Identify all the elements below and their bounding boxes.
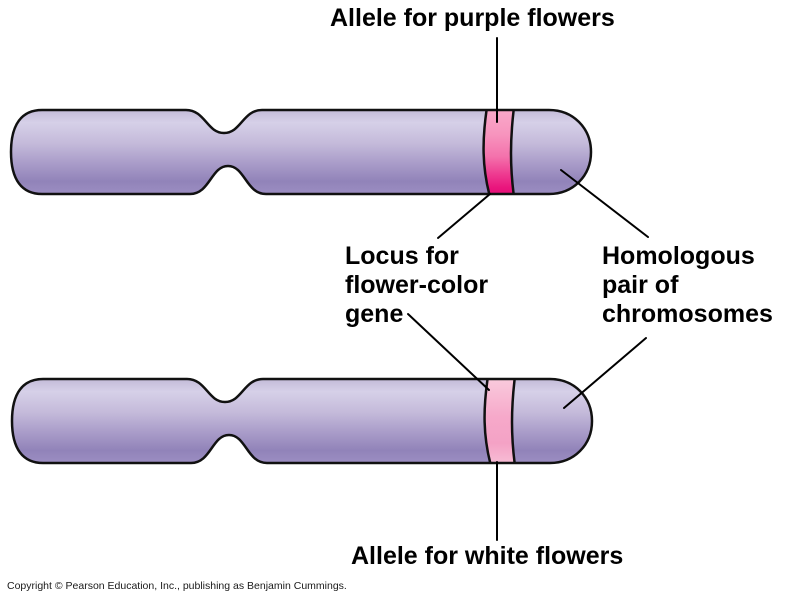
purple-allele-band xyxy=(482,110,516,194)
leader-line-locus-bottom xyxy=(407,313,490,391)
label-allele-white: Allele for white flowers xyxy=(351,542,624,570)
top-chromosome xyxy=(9,108,593,196)
label-homologous: Homologous pair of chromosomes xyxy=(602,242,773,328)
copyright-text: Copyright © Pearson Education, Inc., pub… xyxy=(7,580,347,592)
bottom-chromosome xyxy=(10,377,594,465)
leader-line-homologous-bottom xyxy=(563,337,647,409)
leader-line-locus-top xyxy=(437,193,491,239)
leader-lines xyxy=(407,37,649,541)
label-allele-purple: Allele for purple flowers xyxy=(330,4,615,32)
label-locus: Locus for flower-color gene xyxy=(345,242,489,328)
leader-line-homologous-top xyxy=(560,169,649,238)
